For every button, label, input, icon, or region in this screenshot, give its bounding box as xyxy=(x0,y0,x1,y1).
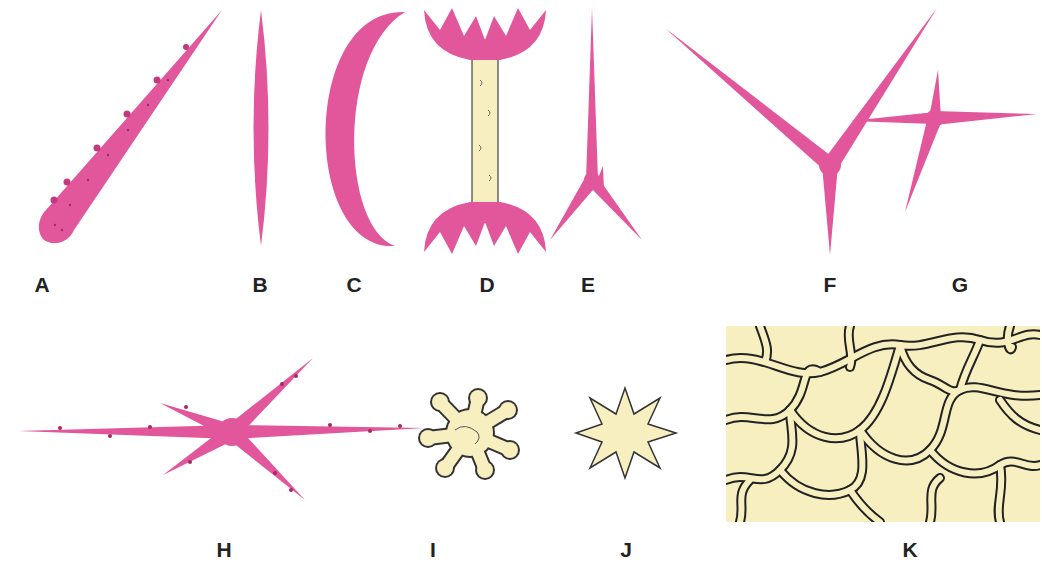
figure-letter: J xyxy=(620,539,632,560)
figure-letter: I xyxy=(430,539,436,560)
amphidisc-spicule xyxy=(424,8,546,254)
figure-letter: C xyxy=(346,274,361,295)
hexactine-spicule xyxy=(18,358,425,500)
figure-letter: D xyxy=(479,274,494,295)
triradiate-spicule xyxy=(665,8,937,255)
figure-letter: E xyxy=(581,274,595,295)
tetraxon-spicule xyxy=(850,70,1037,212)
sigma-spicule xyxy=(326,12,405,246)
figure-letter: K xyxy=(902,539,917,560)
figure-letter: G xyxy=(952,274,968,295)
aster-spicule xyxy=(418,388,520,480)
triaene-spicule xyxy=(550,8,642,240)
curved-spicule xyxy=(39,10,222,243)
spindle-spicule xyxy=(254,10,269,246)
star-spicule xyxy=(576,388,676,478)
figure-letter: B xyxy=(252,274,267,295)
figure-letter: H xyxy=(216,539,231,560)
figure-letter: F xyxy=(824,274,837,295)
figure-letter: A xyxy=(34,274,49,295)
spongin-network xyxy=(726,326,1040,522)
